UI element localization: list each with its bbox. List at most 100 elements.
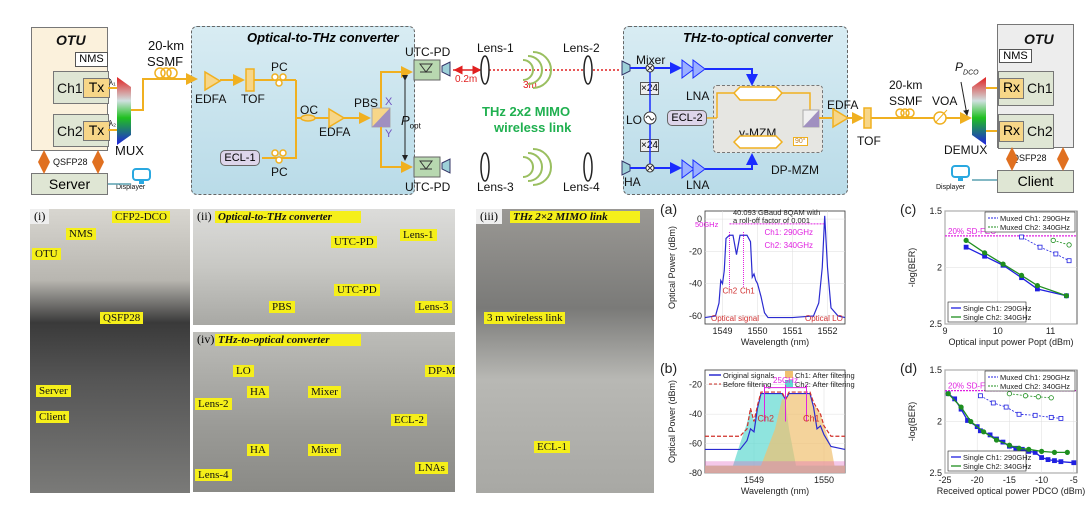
lens2-label: Lens-2	[563, 41, 600, 55]
lna1-label: LNA	[686, 89, 710, 103]
data-point	[1003, 404, 1009, 410]
y-tick-label: 2	[937, 417, 942, 427]
left-ch2-box: Ch2 Tx	[53, 114, 110, 147]
right-ch2-label: Ch2	[1027, 123, 1053, 139]
data-point	[1066, 242, 1072, 248]
tag-ecl-2: ECL-2	[391, 414, 427, 426]
threshold-label: 20% SD-FEC	[948, 227, 996, 236]
x-tick-label: -10	[1035, 475, 1048, 485]
tag-pbs: PBS	[269, 301, 295, 313]
data-point	[1058, 459, 1064, 465]
data-point	[1032, 412, 1038, 418]
popt-label: Popt	[401, 113, 421, 131]
data-point	[990, 400, 996, 406]
lambda1-label: λ₁	[109, 78, 116, 87]
data-point	[1034, 282, 1040, 289]
left-fiber-length: 20-km	[148, 38, 185, 53]
demux-prism-icon	[972, 77, 986, 145]
data-point	[1052, 458, 1057, 464]
data-point	[963, 244, 969, 250]
o2t-edfa1-label: EDFA	[195, 92, 227, 106]
data-point	[1018, 272, 1025, 279]
data-point	[958, 404, 964, 410]
x-axis-label: Wavelength (nm)	[741, 486, 809, 496]
y-tick-label: -20	[689, 246, 702, 256]
voa-label: VOA	[932, 94, 958, 108]
right-qsfp-label: QSFP28	[1012, 153, 1047, 163]
tag-client: Client	[36, 411, 69, 423]
tag-cfp2-dco: CFP2-DCO	[112, 211, 170, 223]
data-point	[1051, 449, 1058, 455]
tag-lo: LO	[233, 365, 254, 377]
tx2-box: Tx	[83, 121, 110, 141]
x-tick-label: 9	[942, 326, 947, 336]
y-tick-label: -60	[689, 311, 702, 321]
right-otu: OTU NMS Rx Ch1 Rx Ch2	[997, 24, 1074, 149]
x-tick-label: 1551	[782, 326, 802, 336]
right-otu-title: OTU	[1024, 31, 1054, 47]
legend-entry: Muxed Ch1: 290GHz	[1000, 214, 1070, 223]
ecl1-box: ECL-1	[220, 150, 260, 166]
tag-lnas: LNAs	[415, 462, 448, 474]
ha-label: HA	[624, 175, 641, 189]
annotation-25ghz: 25GHz	[773, 376, 798, 385]
legend-entry: Single Ch1: 290GHz	[963, 453, 1032, 462]
legend-entry: Single Ch2: 340GHz	[963, 313, 1032, 322]
tag-mixer-1: Mixer	[308, 386, 341, 398]
tag-lens-2: Lens-2	[195, 398, 232, 410]
left-qsfp-label: QSFP28	[53, 157, 88, 167]
legend-swatch	[785, 371, 793, 378]
y-tick-label: -40	[689, 409, 702, 419]
left-ch1-box: Ch1 Tx	[53, 71, 110, 104]
mixer-label: Mixer	[636, 53, 666, 67]
photo-iv-title: THz-to-optical converter	[215, 334, 361, 346]
left-otu-title: OTU	[56, 32, 86, 48]
panel-label: (c)	[900, 201, 916, 217]
left-displayer-label: Displayer	[116, 184, 146, 191]
series-line-muxed-ch1-290ghz	[1021, 236, 1070, 262]
y-tick-label: -20	[689, 380, 702, 390]
legend-box-single	[947, 450, 1027, 472]
photo-iv-t2o: (iv) THz-to-optical converter LO HA Mixe…	[193, 332, 455, 492]
area-ch1-after-filtering	[705, 393, 845, 473]
tag-utc-pd-1: UTC-PD	[331, 236, 377, 248]
tag-lens-1: Lens-1	[400, 229, 437, 241]
server-box: Server	[31, 173, 108, 195]
y-tick-label: 0	[697, 214, 702, 224]
legend-entry: Ch1: After filtering	[795, 371, 855, 380]
data-point	[1045, 457, 1051, 463]
data-point	[1048, 395, 1054, 401]
right-fiber-length: 20-km	[889, 78, 923, 92]
tag-lens-4: Lens-4	[195, 469, 232, 481]
y-axis-label: Optical Power (dBm)	[667, 380, 677, 463]
pbs-label: PBS	[354, 96, 379, 110]
tag-3m-wireless-link: 3 m wireless link	[484, 312, 566, 324]
ecl2-box: ECL-2	[667, 110, 707, 126]
data-point	[1016, 411, 1022, 417]
x-tick-label: -15	[1003, 475, 1016, 485]
data-point	[963, 237, 969, 243]
x-mzm-label: x-MZM	[739, 88, 777, 102]
mux-label: MUX	[115, 143, 144, 158]
data-point	[945, 391, 951, 397]
photo-ii-o2t: (ii) Optical-to-THz converter UTC-PD Len…	[193, 209, 455, 325]
photo-ii-title: Optical-to-THz converter	[215, 211, 361, 223]
left-nms-box: NMS	[75, 52, 108, 67]
tx1-box: Tx	[83, 78, 110, 98]
o2t-edfa2-label: EDFA	[319, 125, 351, 139]
x-axis-label: Wavelength (nm)	[741, 337, 809, 347]
demux-label: DEMUX	[944, 143, 988, 157]
threshold-label: 20% SD-FEC	[948, 382, 996, 391]
legend-entry: Muxed Ch2: 340GHz	[1000, 382, 1070, 391]
photo-iii-mimo-link: (iii) THz 2×2 MIMO link 3 m wireless lin…	[476, 209, 654, 493]
o2t-oc-label: OC	[300, 103, 318, 117]
rx1-box: Rx	[999, 78, 1024, 99]
right-ch1-label: Ch1	[1027, 80, 1053, 96]
annotation-ch1: Ch1	[740, 286, 755, 295]
x-tick-label: 11	[1046, 326, 1055, 336]
data-point	[1048, 414, 1054, 420]
wireless-link-title-2: wireless link	[494, 120, 572, 135]
data-point	[981, 250, 988, 256]
legend-entry: Muxed Ch1: 290GHz	[1000, 373, 1070, 382]
